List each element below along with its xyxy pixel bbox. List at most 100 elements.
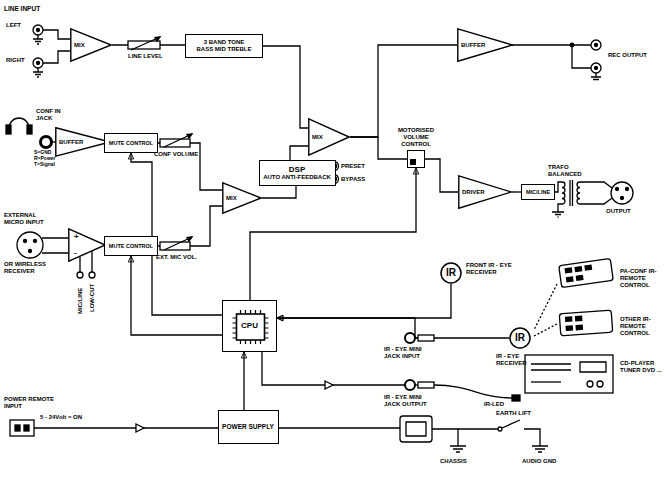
headphone-icon (27, 125, 32, 134)
line-input-jacks (37, 62, 40, 65)
part-label: TRAFO BALANCED (548, 164, 584, 178)
remote-controls (559, 310, 612, 336)
device-label: OTHER IR-REMOTE CONTROL (620, 316, 662, 337)
rec-output-jacks (591, 73, 601, 80)
xlr-input (24, 240, 27, 243)
line-input-jacks (33, 58, 43, 68)
amplifier-triangle (223, 183, 261, 213)
signal-connector (262, 186, 296, 198)
power-wiring (432, 429, 466, 452)
rec-output-jacks (512, 40, 601, 80)
node-text: CPU (241, 321, 258, 330)
potentiometer-symbol (128, 41, 160, 49)
mute-control-box: MUTE CONTROL (104, 236, 158, 256)
remote-controls (559, 258, 614, 287)
transformer-symbol (552, 180, 612, 217)
headphone-icon (9, 118, 29, 128)
cd-player-icon (525, 355, 613, 393)
xlr-input (42, 238, 68, 253)
ir-output-wire (262, 352, 405, 385)
part-label: IR - EYE RECEIVER (496, 353, 546, 367)
line-input-jacks (33, 68, 43, 77)
ground-label: AUDIO GND (522, 458, 556, 465)
headphone-icon (6, 125, 11, 134)
ir-output-wire (434, 385, 512, 398)
switch-label: LOW-CUT (89, 284, 96, 312)
rec-output-jacks (591, 40, 601, 50)
switch-symbol (77, 272, 83, 278)
amplifier-triangle (458, 29, 512, 61)
amplifier-triangle (69, 229, 105, 261)
rec-output-jacks (570, 43, 574, 47)
remote-controls (534, 258, 613, 336)
signal-connector (350, 45, 457, 137)
chip-pin (233, 310, 269, 344)
switch-label: EARTH LIFT (496, 410, 531, 417)
node-text: POWER SUPPLY (222, 423, 274, 430)
remote-controls (565, 268, 571, 273)
ir-output-wire (512, 395, 520, 401)
channel-label: RIGHT (6, 57, 25, 64)
ground-label: CHASSIS (440, 458, 467, 465)
xlr-input (29, 250, 32, 253)
cd-player-icon (531, 381, 561, 382)
potentiometer-symbol (155, 37, 160, 41)
potentiometer-symbol (164, 237, 192, 250)
cd-player-icon (587, 381, 593, 387)
device-label: CD-PLAYER TUNER DVD ... (620, 360, 662, 374)
line-input-jacks (43, 30, 70, 63)
signal-arrow (136, 381, 333, 432)
signal-arrow (136, 424, 144, 432)
node-text: BUFFER (59, 139, 83, 146)
signal-arrow (325, 381, 333, 389)
signal-connector (250, 168, 416, 300)
cd-player-icon (531, 362, 606, 372)
remote-controls (576, 325, 582, 329)
control-label: EXT. MIC VOL. (156, 254, 197, 261)
rec-output-jacks (512, 45, 591, 68)
node-outline (68, 228, 106, 262)
mini-jack-plug (414, 337, 418, 338)
mixer-amplifier: MIX (222, 182, 262, 214)
potentiometer-symbol (160, 139, 190, 147)
transformer-symbol (570, 180, 573, 206)
line-input-jacks (33, 25, 70, 77)
mini-jack-plug (418, 335, 434, 341)
motor-volume-box: MOTORISED VOLUME CONTROL (407, 150, 425, 168)
control-label: PRESET (341, 163, 365, 170)
mixer-amplifier: MIX (308, 118, 350, 156)
node-text: MOTORISED VOLUME CONTROL (392, 127, 440, 148)
signal-connector (350, 137, 407, 159)
xlr-output (616, 188, 619, 191)
part-label: FRONT IR - EYE RECEIVER (466, 262, 512, 276)
signal-connector (131, 256, 222, 335)
node-text: MIX (312, 134, 323, 141)
ir-eye-circle: IR (509, 327, 531, 349)
connector-label: IR - EYE MINI JACK OUTPUT (384, 394, 436, 408)
remote-controls (576, 316, 582, 320)
transformer-symbol (552, 204, 564, 217)
power-supply-box: POWER SUPPLY (218, 410, 279, 444)
remote-controls (585, 265, 591, 270)
switch-symbol (89, 272, 95, 278)
power-wiring (24, 425, 29, 431)
chip-pin (233, 310, 269, 344)
signal-connector (290, 146, 308, 160)
node-text: MIC/LINE (526, 189, 550, 195)
pin-label: T=Signal (34, 162, 55, 168)
headphone-icon (41, 137, 52, 148)
node-text: 3 BAND TONE (204, 39, 245, 46)
ir-output-wire (262, 352, 520, 401)
power-wiring (400, 416, 432, 442)
xlr-input (17, 232, 68, 258)
switch-label: MIC/LINE (77, 288, 84, 314)
node-text: BASS MID TREBLE (196, 46, 251, 53)
rec-output-jacks (595, 44, 598, 47)
signal-connector (131, 153, 222, 315)
power-wiring (15, 425, 20, 431)
chip-body (237, 314, 265, 340)
mini-jack-plug (405, 333, 434, 390)
chip-pin (233, 310, 269, 344)
